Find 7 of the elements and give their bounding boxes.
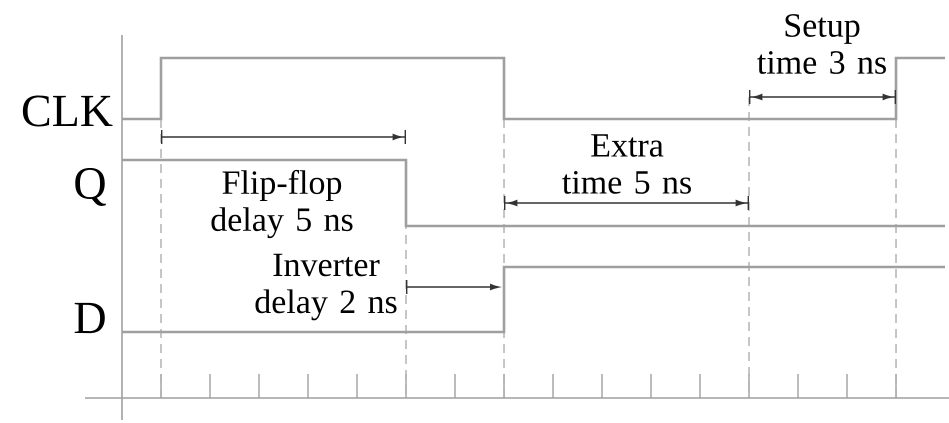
signal-name: Q bbox=[75, 168, 106, 206]
signal-name: CLK bbox=[22, 96, 113, 126]
dimension-label: Flip-flop delay 5 ns bbox=[211, 170, 353, 238]
signal-name: D bbox=[74, 302, 105, 334]
dimension-label: Extra time 5 ns bbox=[562, 134, 691, 194]
dimension-label: Inverter delay 2 ns bbox=[255, 254, 397, 320]
dimension-label: Setup time 3 ns bbox=[757, 14, 886, 74]
